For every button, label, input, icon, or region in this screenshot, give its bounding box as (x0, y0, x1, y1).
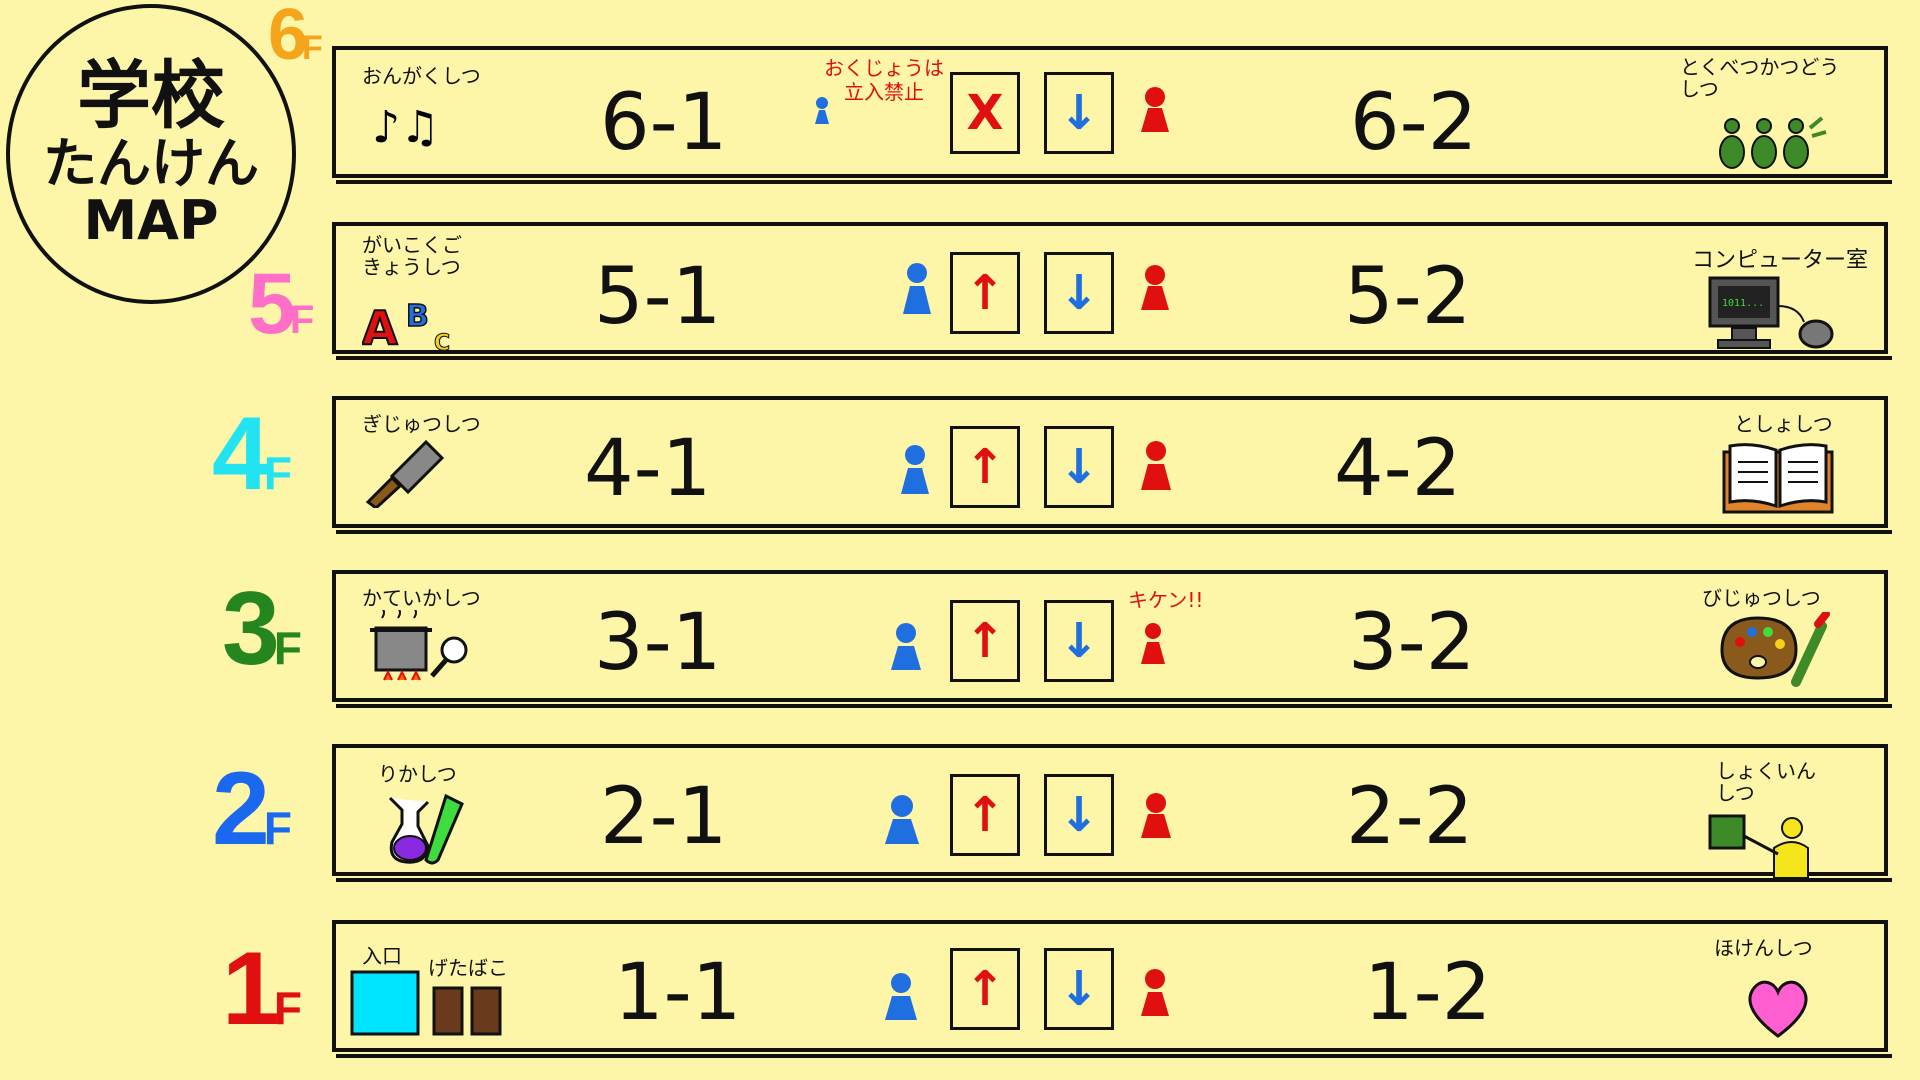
room-1-1[interactable]: 1-1 (614, 948, 742, 1038)
people-group-icon (1718, 114, 1828, 178)
rooftop-prohibited-label: おくじょうは立入禁止 (824, 56, 944, 104)
blue-person-icon (813, 96, 831, 130)
elevator-down-button[interactable]: ↓ (1044, 600, 1114, 682)
room-5-2[interactable]: 5-2 (1344, 252, 1472, 342)
floor-label-5: 5F (248, 256, 315, 352)
room-5-1[interactable]: 5-1 (594, 252, 722, 342)
elevator-up-button[interactable]: ↑ (950, 948, 1020, 1030)
red-person-icon (1138, 792, 1174, 844)
entrance-door-icon[interactable] (350, 970, 420, 1040)
teacher-blackboard-icon (1708, 814, 1812, 884)
paint-palette-icon (1718, 610, 1830, 692)
logo-map-text: MAP (83, 188, 219, 252)
staff-room-label: しょくいんしつ (1716, 759, 1816, 805)
elevator-up-button[interactable]: ↑ (950, 600, 1020, 682)
shoe-lockers-label: げたばこ (428, 956, 508, 980)
flask-test-tube-icon (388, 790, 468, 872)
home-economics-room-label: かていかしつ (362, 586, 481, 610)
science-room-label: りかしつ (378, 762, 457, 786)
red-person-icon (1138, 440, 1174, 496)
elevator-down-button[interactable]: ↓ (1044, 774, 1114, 856)
floor-6-row (332, 46, 1892, 184)
logo-title: 学校 (77, 53, 225, 140)
heart-icon (1744, 978, 1812, 1044)
room-2-1[interactable]: 2-1 (600, 772, 728, 862)
elevator-down-button[interactable]: ↓ (1044, 252, 1114, 334)
music-notes-icon: ♪♫ (372, 102, 440, 153)
room-6-1[interactable]: 6-1 (600, 78, 728, 168)
room-3-2[interactable]: 3-2 (1348, 598, 1476, 688)
shoe-locker-icon (432, 986, 504, 1040)
elevator-up-button[interactable]: ↑ (950, 252, 1020, 334)
room-4-1[interactable]: 4-1 (584, 424, 712, 514)
computer-room-label: コンピューター室 (1692, 248, 1869, 273)
entrance-label: 入口 (362, 944, 402, 968)
cooking-pot-icon (366, 607, 476, 698)
elevator-down-button[interactable]: ↓ (1044, 426, 1114, 508)
room-3-1[interactable]: 3-1 (594, 598, 722, 688)
svg-text:C: C (434, 331, 450, 352)
red-person-icon (1138, 264, 1172, 316)
svg-text:1011...: 1011... (1722, 298, 1764, 309)
library-label: としょしつ (1734, 412, 1833, 436)
svg-text:A: A (362, 301, 398, 352)
danger-warning-label: キケン!! (1128, 588, 1204, 612)
floor-label-3: 3F (222, 571, 302, 687)
nurse-office-label: ほけんしつ (1714, 936, 1813, 960)
elevator-down-button[interactable]: ↓ (1044, 948, 1114, 1030)
computer-icon: 1011... (1708, 276, 1838, 354)
room-2-2[interactable]: 2-2 (1346, 772, 1474, 862)
svg-text:B: B (406, 299, 429, 334)
blue-person-icon (898, 444, 932, 500)
elevator-down-button[interactable]: ↓ (1044, 72, 1114, 154)
music-room-label: おんがくしつ (362, 64, 481, 88)
floor-label-2: 2F (212, 751, 292, 867)
room-1-2[interactable]: 1-2 (1364, 948, 1492, 1038)
room-4-2[interactable]: 4-2 (1334, 424, 1462, 514)
floor-1-row (332, 920, 1892, 1058)
red-person-icon (1138, 622, 1168, 670)
floor-label-1: 1F (222, 931, 302, 1047)
school-map-logo: 学校 たんけん MAP (6, 4, 296, 304)
elevator-up-blocked-button[interactable]: X (950, 72, 1020, 154)
red-person-icon (1138, 86, 1172, 138)
technology-room-label: ぎじゅつしつ (362, 412, 481, 436)
saw-tool-icon (364, 436, 445, 512)
elevator-up-button[interactable]: ↑ (950, 774, 1020, 856)
logo-subtitle: たんけん (43, 132, 259, 196)
room-6-2[interactable]: 6-2 (1350, 78, 1478, 168)
floor-label-4: 4F (212, 396, 292, 512)
blue-person-icon (900, 262, 934, 320)
red-person-icon (1138, 968, 1172, 1022)
blue-person-icon (888, 622, 924, 676)
art-room-label: びじゅつしつ (1702, 586, 1821, 610)
open-book-icon (1722, 442, 1834, 520)
special-activities-room-label: とくべつかつどうしつ (1680, 55, 1840, 101)
blue-person-icon (882, 794, 922, 850)
elevator-up-button[interactable]: ↑ (950, 426, 1020, 508)
foreign-language-room-label: がいこくごきょうしつ (362, 233, 462, 279)
floor-label-6: 6F (268, 0, 323, 75)
blue-person-icon (882, 972, 920, 1026)
